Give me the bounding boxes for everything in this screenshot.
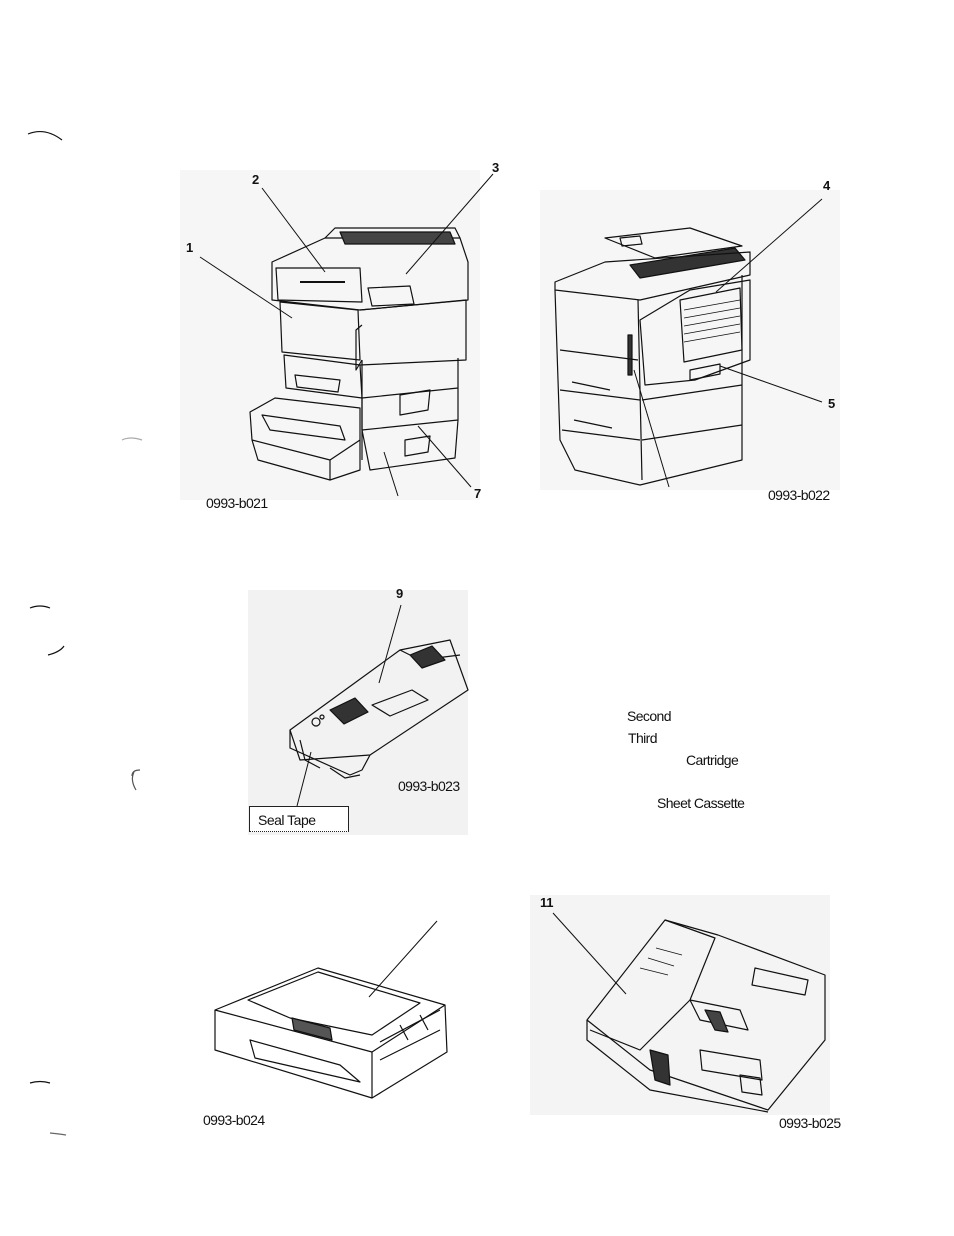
leader-lines-b021 [199, 173, 494, 497]
callout-7: 7 [474, 486, 481, 501]
callout-9: 9 [396, 586, 403, 601]
callout-5: 5 [828, 396, 835, 411]
figure-code-b023: 0993-b023 [398, 778, 460, 794]
paper-cassette-illustration [214, 967, 448, 1099]
figure-background-b022 [540, 190, 840, 490]
printer-rear-illustration [554, 227, 751, 486]
figure-background-b025 [530, 895, 830, 1115]
side-text-sheet-cassette: Sheet Cassette [657, 795, 745, 811]
callout-3: 3 [492, 160, 499, 175]
leader-lines-b025 [552, 912, 627, 995]
printer-front-illustration [249, 227, 469, 481]
figure-code-b025: 0993-b025 [779, 1115, 841, 1131]
leader-lines-b024 [368, 920, 438, 998]
toner-cartridge-illustration [289, 639, 469, 779]
margin-marks [27, 130, 143, 1136]
figure-code-b024: 0993-b024 [203, 1112, 265, 1128]
figure-code-b022: 0993-b022 [768, 487, 830, 503]
callout-1: 1 [186, 240, 193, 255]
seal-tape-label: Seal Tape [249, 806, 349, 832]
side-text-second: Second [627, 708, 671, 724]
side-text-third: Third [628, 730, 658, 746]
callout-2: 2 [252, 172, 259, 187]
figure-background-b021 [180, 170, 480, 500]
figure-code-b021: 0993-b021 [206, 495, 268, 511]
callout-4: 4 [823, 178, 830, 193]
sheet-cassette-illustration [586, 919, 826, 1113]
leader-lines-b023 [296, 604, 402, 807]
side-text-cartridge: Cartridge [686, 752, 739, 768]
callout-11: 11 [540, 895, 554, 910]
leader-lines-b022 [633, 198, 823, 488]
